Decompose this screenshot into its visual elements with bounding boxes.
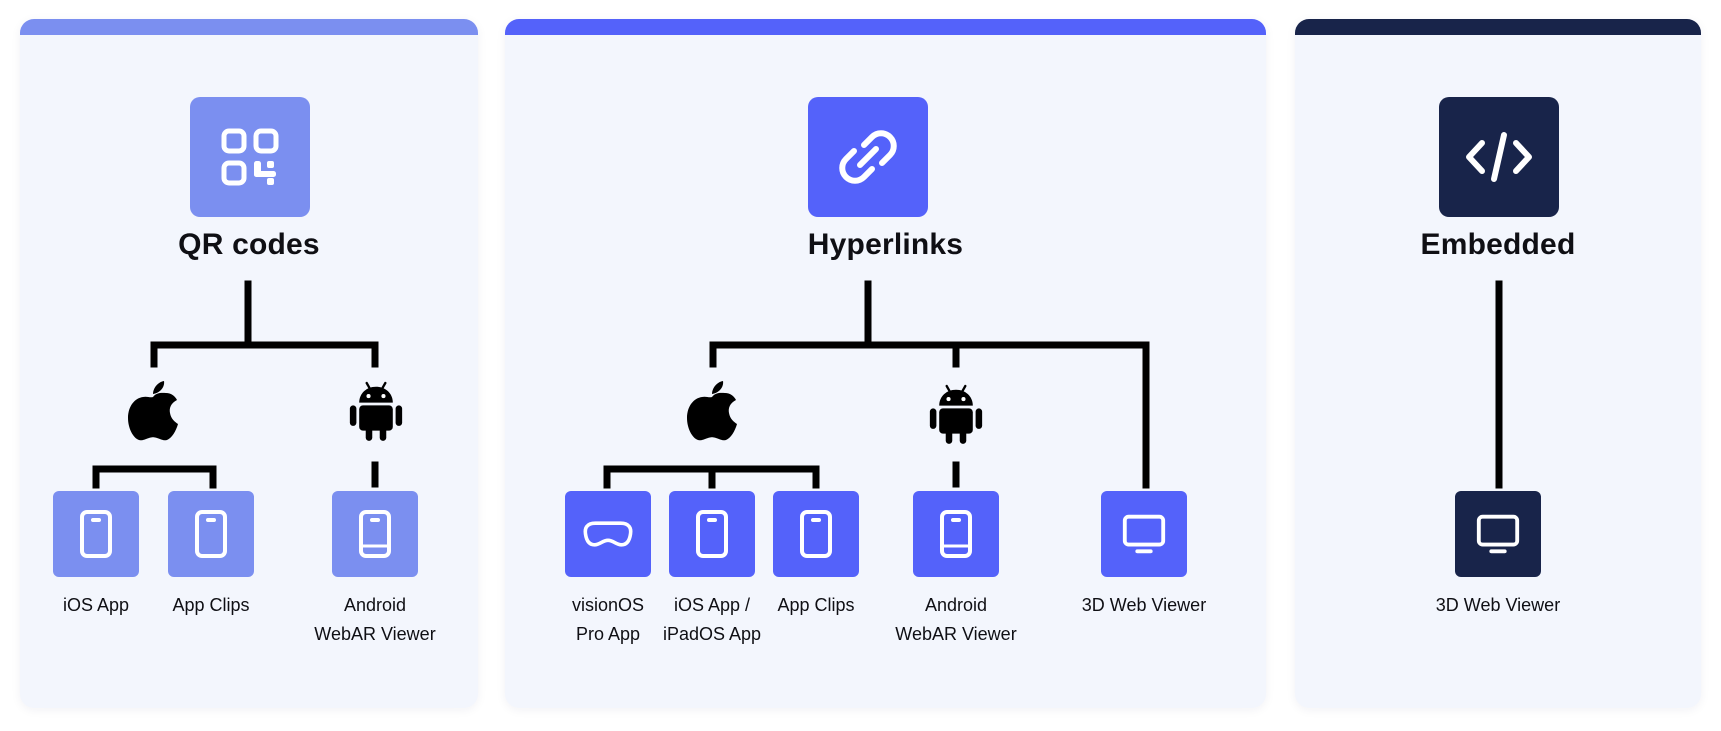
code-icon <box>1439 97 1559 217</box>
phone-icon <box>191 509 231 559</box>
ios-ipados-app-tile[interactable] <box>669 491 755 577</box>
app-clips-tile[interactable] <box>773 491 859 577</box>
3d-web-viewer-tile[interactable] <box>1101 491 1187 577</box>
link-icon <box>808 97 928 217</box>
phone-icon <box>76 509 116 559</box>
monitor-icon <box>1474 510 1522 558</box>
android-webar-viewer-tile[interactable] <box>913 491 999 577</box>
item-label: visionOS Pro App <box>571 595 645 644</box>
panel-title: Hyperlinks <box>807 228 964 261</box>
panel-top-bar <box>20 19 478 35</box>
item-label: App Clips <box>777 595 855 615</box>
panel-top-bar <box>1295 19 1701 35</box>
embedded-panel: Embedded 3D Web Viewer <box>1295 19 1701 708</box>
ios-app-tile[interactable] <box>53 491 139 577</box>
android-icon <box>928 383 984 445</box>
visionos-pro-app-tile[interactable] <box>565 491 651 577</box>
connector-lines <box>603 280 1150 489</box>
phone-icon <box>355 509 395 559</box>
qr-code-icon <box>190 97 310 217</box>
item-label: 3D Web Viewer <box>1435 595 1561 615</box>
item-label: Android WebAR Viewer <box>314 595 436 644</box>
qr-codes-panel: QR codes iOS App App Clips Android WebAR… <box>20 19 478 708</box>
item-label: iOS App <box>62 595 130 615</box>
panel-title: Embedded <box>1420 228 1576 261</box>
android-icon <box>348 380 404 442</box>
panel-top-bar <box>505 19 1266 35</box>
monitor-icon <box>1120 510 1168 558</box>
phone-icon <box>692 509 732 559</box>
panel-title: QR codes <box>178 228 320 261</box>
phone-icon <box>796 509 836 559</box>
phone-icon <box>936 509 976 559</box>
vision-pro-icon <box>581 516 635 552</box>
app-clips-tile[interactable] <box>168 491 254 577</box>
hyperlinks-panel: Hyperlinks visionOS Pro App iOS App / iP… <box>505 19 1266 708</box>
item-label: iOS App / iPadOS App <box>662 595 762 644</box>
connector-lines <box>92 280 379 489</box>
android-webar-viewer-tile[interactable] <box>332 491 418 577</box>
apple-icon <box>126 380 180 442</box>
item-label: Android WebAR Viewer <box>895 595 1017 644</box>
3d-web-viewer-tile[interactable] <box>1455 491 1541 577</box>
connector-lines <box>1495 280 1503 489</box>
item-label: App Clips <box>172 595 250 615</box>
item-label: 3D Web Viewer <box>1081 595 1207 615</box>
apple-icon <box>685 380 739 442</box>
